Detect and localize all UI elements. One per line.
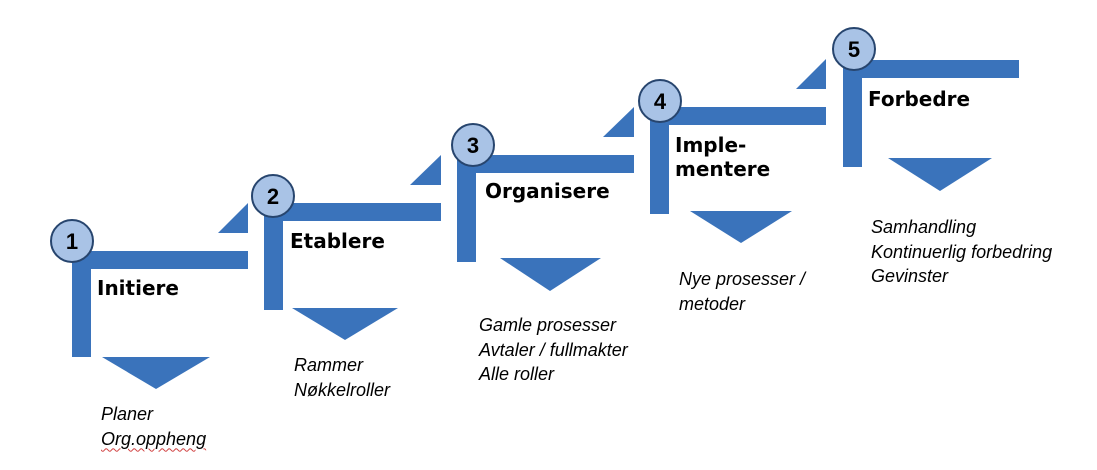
- step-1-number: 1: [66, 229, 78, 254]
- step-4-title: Imple-mentere: [675, 133, 770, 181]
- step-2-title-line: Etablere: [290, 229, 385, 253]
- step-5-title-line: Forbedre: [868, 87, 971, 111]
- step-5-note: Kontinuerlig forbedring: [871, 241, 1053, 262]
- step-4-note: metoder: [679, 293, 746, 314]
- step-2-note: Rammer: [294, 355, 364, 375]
- step-3-title: Organisere: [485, 179, 610, 203]
- step-5-note: Gevinster: [871, 266, 949, 286]
- step-3-title-line: Organisere: [485, 179, 610, 203]
- step-1-title-line: Initiere: [97, 276, 179, 300]
- step-4-title-line: Imple-: [675, 133, 747, 157]
- step-5-number-circle: [832, 27, 876, 71]
- step-1-down-triangle: [102, 357, 210, 389]
- step-4-number-circle: [638, 79, 682, 123]
- step-2-title: Etablere: [290, 229, 385, 253]
- step-1-title: Initiere: [97, 276, 179, 300]
- step-3-note: Avtaler / fullmakter: [479, 339, 628, 360]
- step-3-number-circle: [451, 123, 495, 167]
- step-5-title: Forbedre: [868, 87, 970, 111]
- step-4-number: 4: [654, 89, 667, 114]
- step-5-note: Samhandling: [871, 217, 977, 237]
- step-5-bar: [843, 60, 1019, 167]
- step-2-number: 2: [267, 184, 279, 209]
- step-3-note: Gamle prosesser: [479, 315, 617, 335]
- step-2-bar: [264, 203, 441, 310]
- step-1-note: Planer: [101, 404, 154, 424]
- step-2-note: Nøkkelroller: [294, 379, 391, 400]
- step-2-number-circle: [251, 174, 295, 218]
- step-5-number: 5: [848, 37, 860, 62]
- connector-wedge-2-3: [410, 155, 441, 185]
- step-3-bar: [457, 155, 634, 262]
- step-3-down-triangle: [500, 258, 601, 291]
- step-1-bar: [72, 251, 248, 357]
- step-3-number: 3: [467, 133, 479, 158]
- step-4-note: Nye prosesser /: [679, 269, 806, 289]
- step-3-note: Alle roller: [479, 364, 555, 384]
- step-2-down-triangle: [292, 308, 398, 340]
- step-1-note: Org.oppheng: [101, 428, 207, 449]
- step-4-down-triangle: [690, 211, 792, 243]
- connector-wedge-3-4: [603, 107, 634, 137]
- connector-wedge-4-5: [796, 59, 826, 89]
- step-4-notes: Nye prosesser / metoder: [679, 267, 805, 316]
- connector-wedge-1-2: [218, 203, 248, 233]
- step-5-down-triangle: [888, 158, 992, 191]
- step-4-title-line: mentere: [675, 157, 771, 181]
- step-1-number-circle: [50, 219, 94, 263]
